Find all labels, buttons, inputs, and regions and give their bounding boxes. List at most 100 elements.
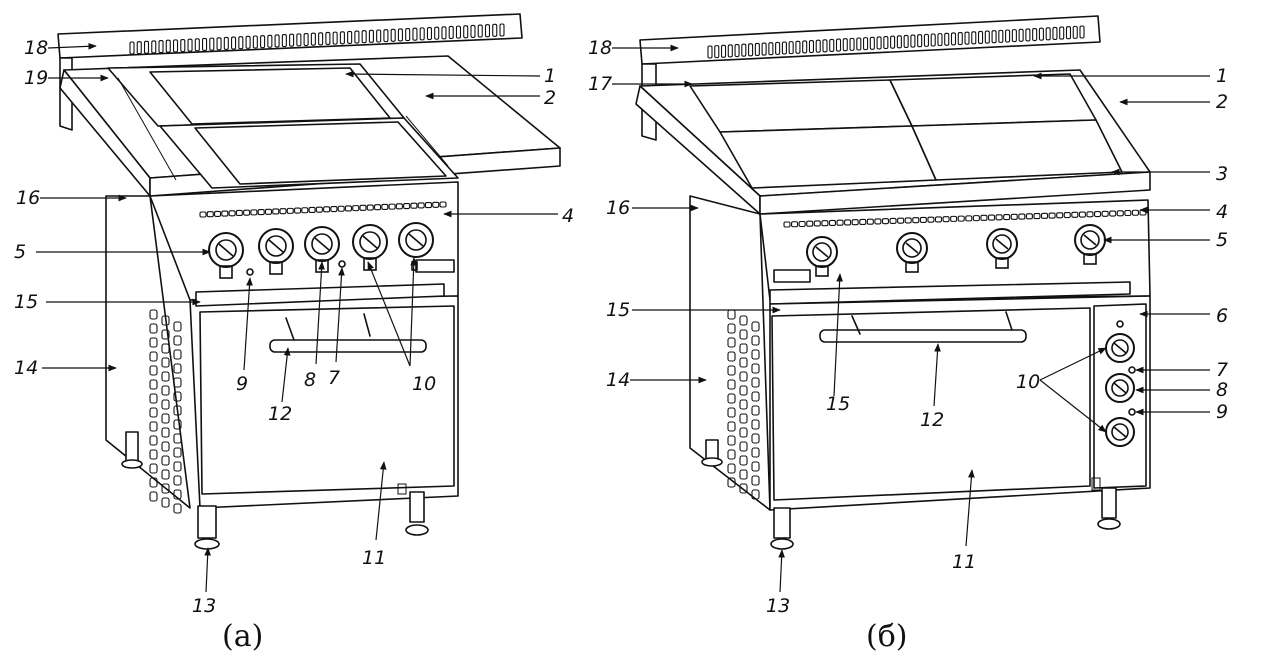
vent-slot — [173, 503, 182, 514]
vent-slot — [980, 214, 988, 221]
vent-slot — [714, 45, 720, 59]
vent-slot — [937, 33, 943, 47]
vent-slot — [751, 335, 760, 346]
caption-a: (а) — [222, 619, 263, 653]
vent-slot — [788, 41, 794, 55]
vent-slot — [707, 45, 713, 59]
vent-slot — [432, 201, 440, 208]
callout-label: 15 — [606, 299, 630, 321]
vent-slot — [158, 40, 164, 54]
vent-slot — [161, 371, 170, 382]
knob-icon — [1074, 224, 1106, 265]
vent-slot — [987, 214, 996, 221]
vent-slot — [417, 202, 425, 209]
vent-slot — [821, 220, 829, 227]
callout-label: 15 — [826, 393, 850, 415]
vent-slot — [161, 497, 170, 508]
vent-slot — [927, 216, 935, 223]
vent-slot — [1086, 211, 1094, 218]
callout-label: 3 — [1216, 163, 1228, 185]
vent-slot — [751, 433, 760, 444]
vent-slot — [720, 44, 727, 58]
vent-slot — [161, 385, 170, 396]
vent-slot — [206, 211, 214, 218]
callouts-a: 18 19 1 2 16 4 5 15 9 8 7 10 14 12 11 13 — [14, 37, 574, 617]
vent-slot — [149, 351, 158, 362]
vent-slot — [739, 399, 748, 410]
vent-slot — [274, 34, 280, 48]
vent-slot — [856, 37, 862, 51]
vent-slot — [216, 37, 222, 51]
vent-slot — [403, 202, 411, 210]
vent-slot — [264, 208, 273, 215]
vent-slot — [748, 43, 754, 57]
vent-slot — [791, 221, 799, 228]
vent-slot — [165, 39, 171, 53]
vent-slot — [143, 40, 150, 54]
vent-slot — [173, 419, 182, 430]
vent-slot — [426, 26, 433, 41]
vent-slot — [149, 463, 158, 474]
vent-slot — [325, 31, 331, 46]
vent-slot — [1018, 213, 1026, 220]
vent-slot — [209, 37, 215, 51]
callout-label: 12 — [268, 403, 292, 425]
callout-label: 13 — [766, 595, 790, 617]
vent-slot — [798, 220, 806, 228]
knob-icon — [1105, 417, 1135, 447]
vent-slot — [281, 34, 287, 48]
vent-slot — [751, 363, 760, 374]
vent-slot — [221, 210, 229, 217]
vent-slot — [917, 34, 923, 48]
vent-slot — [971, 31, 977, 45]
vent-slot — [441, 26, 447, 40]
callout-label: 8 — [1216, 379, 1228, 401]
vent-slot — [950, 215, 958, 222]
vent-slot — [201, 37, 208, 52]
vent-slot — [235, 209, 243, 217]
vent-slot — [439, 201, 447, 208]
vent-slot — [243, 209, 251, 216]
vent-slot — [881, 218, 890, 225]
vent-slot — [149, 337, 158, 348]
knob-icon — [258, 228, 294, 275]
vent-slot — [228, 210, 236, 217]
vent-slot — [173, 321, 182, 332]
stove-a — [57, 13, 561, 550]
vent-slot — [751, 475, 760, 486]
vent-slot — [151, 40, 157, 54]
vent-slot — [354, 30, 360, 44]
vent-slot — [310, 32, 316, 46]
vent-slot — [149, 449, 158, 460]
vent-slot — [419, 27, 425, 41]
vent-slot — [492, 23, 498, 37]
vent-slot — [739, 483, 748, 494]
vent-slot — [252, 35, 258, 49]
knob-icon — [896, 232, 928, 273]
vent-slot — [231, 36, 237, 50]
vent-slot — [173, 363, 182, 374]
knobs-b-top — [773, 224, 1106, 283]
vent-slot — [806, 220, 814, 227]
vent-slot — [783, 221, 791, 228]
vent-slot — [727, 351, 736, 362]
vent-slot — [455, 25, 462, 39]
vent-slot — [912, 217, 920, 224]
vent-slot — [1109, 210, 1117, 217]
vent-slot — [761, 42, 767, 56]
vent-slot — [238, 36, 244, 50]
vent-slot — [172, 39, 179, 53]
vent-slot — [149, 323, 158, 334]
vent-slot — [727, 463, 736, 474]
callout-label: 7 — [328, 367, 340, 389]
vent-slot — [739, 315, 748, 326]
vent-slot — [739, 343, 748, 354]
callout-label: 5 — [14, 241, 26, 263]
vent-slot — [376, 29, 382, 43]
vent-slot — [161, 357, 170, 368]
vent-slot — [161, 329, 170, 340]
callout-label: 16 — [606, 197, 630, 219]
callout-label: 15 — [14, 291, 38, 313]
vent-slot — [727, 393, 736, 404]
